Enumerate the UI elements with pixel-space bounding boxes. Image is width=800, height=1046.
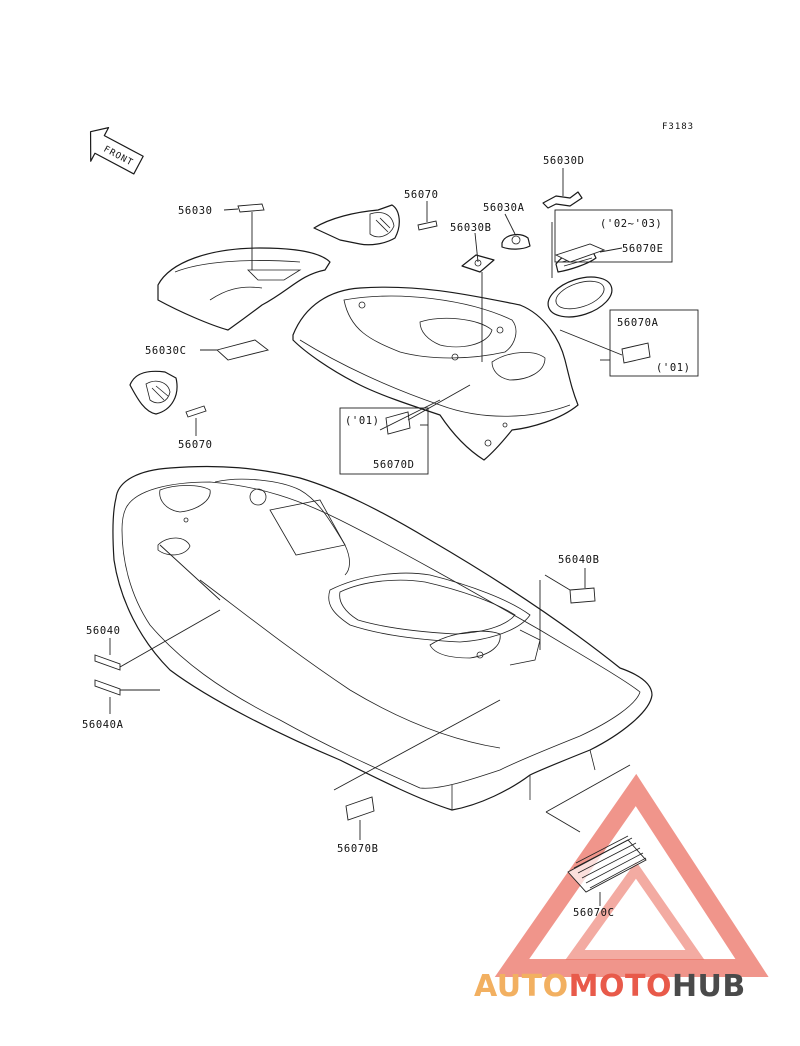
- label-56030B: 56030B: [450, 222, 492, 234]
- decal-56040B: [569, 587, 596, 604]
- mirror-top-part: [313, 204, 400, 246]
- label-56070D: 56070D: [373, 459, 415, 471]
- decal-56070D: [385, 411, 411, 435]
- bracket-56030D: [542, 191, 583, 209]
- decal-56040A: [94, 679, 121, 696]
- label-56070A: 56070A: [617, 317, 659, 329]
- note-box-01-a: [609, 309, 699, 377]
- front-arrow-icon: FRONT: [89, 127, 144, 175]
- watermark-hub: HUB: [672, 969, 746, 1004]
- watermark-logo: [494, 773, 769, 977]
- watermark-text: AUTOMOTOHUB: [474, 969, 746, 1004]
- hull-part: [112, 465, 653, 811]
- label-56070C: 56070C: [573, 907, 615, 919]
- meter-housing-part: [547, 248, 613, 318]
- mirror-left-part: [129, 370, 178, 415]
- label-56030C: 56030C: [145, 345, 187, 357]
- figure-id: F3183: [662, 122, 694, 132]
- label-56070-left: 56070: [178, 439, 213, 451]
- label-56040A: 56040A: [82, 719, 124, 731]
- decal-56070E: [554, 243, 606, 263]
- label-56070E: 56070E: [622, 243, 664, 255]
- decal-56030C: [216, 339, 270, 361]
- label-56070B: 56070B: [337, 843, 379, 855]
- label-56030D: 56030D: [543, 155, 585, 167]
- label-56030: 56030: [178, 205, 213, 217]
- decal-56070-top: [417, 220, 438, 231]
- front-label: FRONT: [102, 145, 135, 169]
- decal-56070B: [345, 796, 375, 821]
- watermark-auto: AUTO: [474, 969, 569, 1004]
- decal-56070C: [567, 835, 647, 893]
- note-box-02-03: [554, 209, 673, 263]
- note-01-a: ('01): [656, 362, 691, 374]
- gasket-56030B: [461, 254, 495, 273]
- upper-deck-part: [292, 286, 579, 461]
- rear-cowl-part: [157, 247, 331, 331]
- decal-56030: [237, 203, 265, 213]
- watermark-moto: MOTO: [569, 969, 672, 1004]
- decal-56070-left: [185, 405, 207, 418]
- note-box-01-d: [339, 407, 429, 475]
- note-01-d: ('01): [345, 415, 380, 427]
- label-56030A: 56030A: [483, 202, 525, 214]
- decal-56040: [94, 654, 121, 671]
- label-56040: 56040: [86, 625, 121, 637]
- decal-56070A: [621, 342, 651, 364]
- leader-lines: [109, 168, 631, 906]
- label-56070-top: 56070: [404, 189, 439, 201]
- note-02-03: ('02~'03): [600, 218, 662, 230]
- gauge-cap-56030A: [501, 233, 531, 250]
- label-56040B: 56040B: [558, 554, 600, 566]
